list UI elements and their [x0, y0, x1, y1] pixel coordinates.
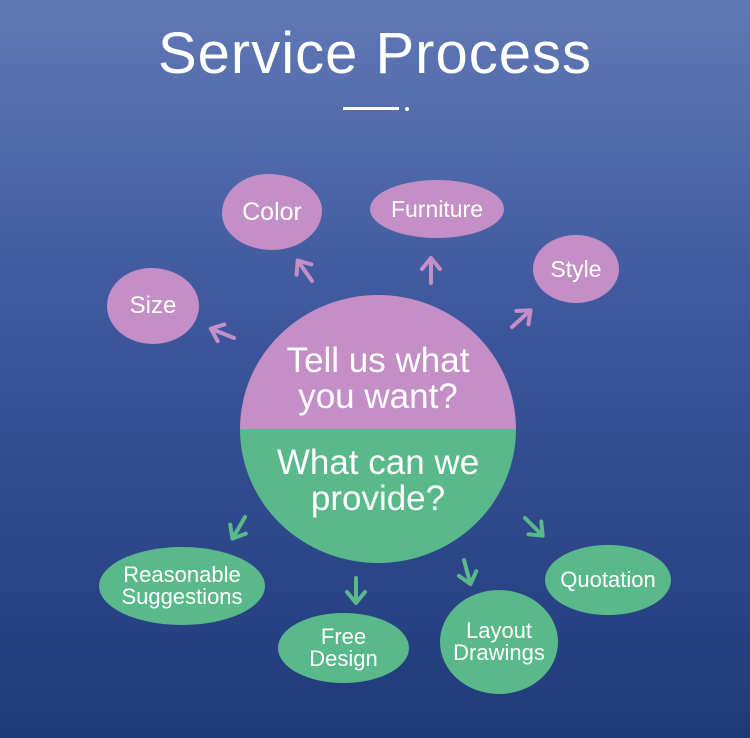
arrow-to-size	[205, 318, 240, 349]
center-top-half	[240, 295, 516, 429]
bubble-free-line2: Design	[309, 646, 378, 671]
bubble-layout-drawings: Layout Drawings	[440, 590, 558, 694]
bubble-furniture-label: Furniture	[390, 195, 484, 222]
center-bottom-half	[240, 429, 516, 563]
bubble-style-label: Style	[550, 255, 602, 282]
bubble-style: Style	[533, 235, 619, 303]
center-question-top-line1: Tell us what	[286, 341, 470, 380]
bubble-reasonable-line1: Reasonable	[123, 562, 241, 587]
bubble-size: Size	[107, 268, 199, 344]
arrow-to-free-design	[345, 576, 367, 605]
arrow-to-quotation	[519, 512, 549, 542]
title-underline	[343, 107, 399, 110]
bubble-reasonable-line2: Suggestions	[121, 584, 243, 609]
title-underline-dot	[405, 107, 409, 111]
bubble-free-line1: Free	[320, 624, 367, 649]
arrow-to-furniture	[420, 256, 442, 285]
bubble-quotation: Quotation	[545, 545, 671, 615]
bubble-reasonable-suggestions: Reasonable Suggestions	[99, 547, 265, 625]
center-question-bottom-line2: provide?	[310, 479, 446, 518]
bubble-furniture: Furniture	[370, 180, 504, 238]
bubble-layout-line1: Layout	[465, 618, 533, 643]
page-title: Service Process	[157, 21, 593, 86]
center-question-top-line2: you want?	[298, 377, 458, 416]
arrow-to-color	[288, 253, 322, 289]
bubble-color: Color	[222, 174, 322, 250]
center-question-bottom-line1: What can we	[276, 443, 480, 482]
bubble-color-label: Color	[242, 197, 302, 226]
bubble-size-label: Size	[129, 292, 177, 319]
bubble-free-design: Free Design	[278, 613, 409, 683]
bubble-quotation-label: Quotation	[560, 567, 656, 592]
bubble-layout-line2: Drawings	[453, 640, 545, 665]
center-circle: Tell us what you want? What can we provi…	[240, 295, 516, 563]
